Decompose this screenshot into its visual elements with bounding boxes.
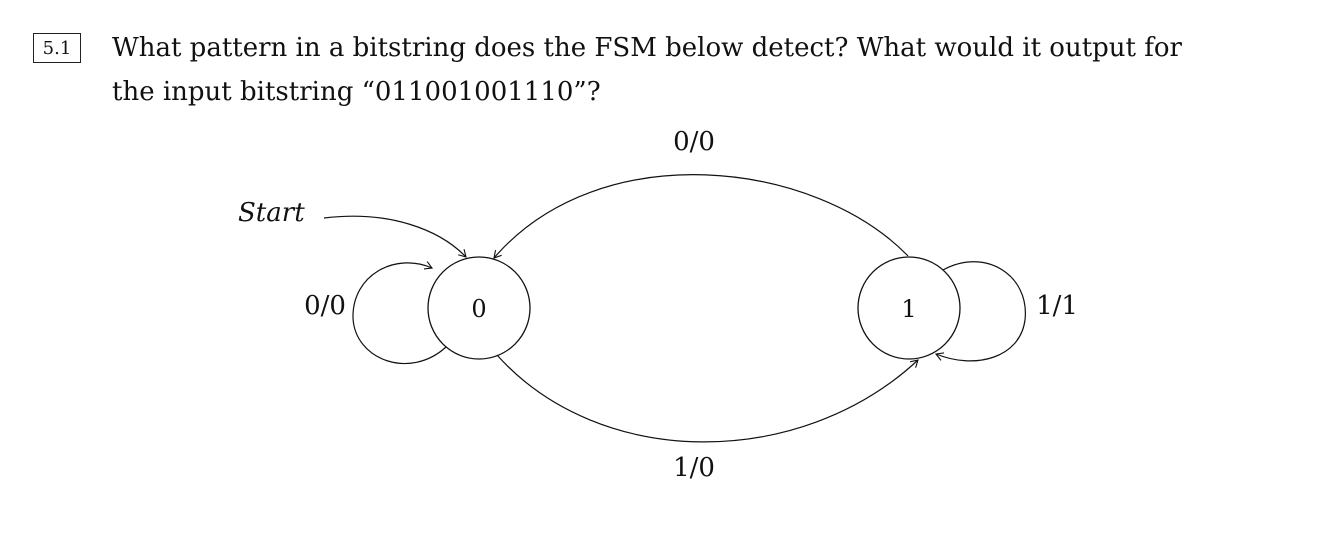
transition-0-to-1	[496, 354, 919, 443]
self-loop-state-0-label: 0/0	[304, 291, 346, 321]
state-1-circle	[857, 256, 961, 360]
state-1-label: 1	[901, 295, 916, 323]
question-text: What pattern in a bitstring does the FSM…	[112, 26, 1232, 114]
transition-1-to-0	[493, 174, 909, 259]
start-label: Start	[238, 198, 305, 228]
self-loop-state-1	[934, 261, 1026, 362]
state-1: 1	[857, 256, 961, 360]
question-line-1: What pattern in a bitstring does the FSM…	[112, 33, 1182, 63]
self-loop-state-0	[352, 261, 447, 364]
self-loop-state-1-label: 1/1	[1036, 291, 1078, 321]
problem-number-box: 5.1	[33, 33, 81, 63]
state-0-label: 0	[471, 295, 486, 323]
transition-0-to-1-label: 1/0	[673, 453, 715, 483]
state-0: 0	[427, 256, 531, 360]
start-arrow	[323, 215, 467, 258]
question-line-2: the input bitstring “011001001110”?	[112, 77, 601, 107]
state-0-circle	[427, 256, 531, 360]
problem-number: 5.1	[42, 37, 72, 59]
transition-1-to-0-label: 0/0	[673, 127, 715, 157]
